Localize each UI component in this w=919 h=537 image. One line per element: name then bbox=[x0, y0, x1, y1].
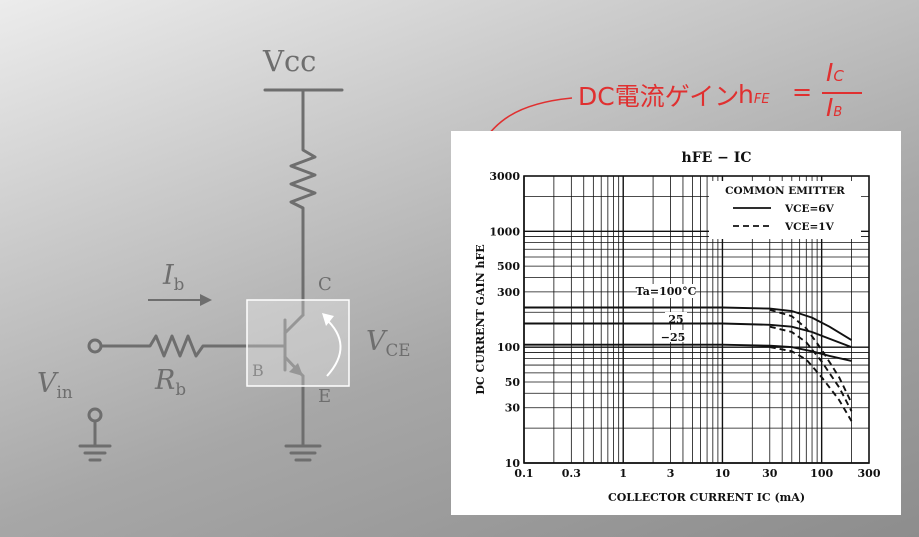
annotation-denominator: IB bbox=[826, 93, 842, 122]
collector-lead bbox=[283, 313, 305, 335]
x-axis-label: COLLECTOR CURRENT IC (mA) bbox=[608, 491, 805, 504]
legend-title: COMMON EMITTER bbox=[725, 185, 845, 197]
y-tick-label: 1000 bbox=[489, 225, 520, 238]
series-line bbox=[769, 325, 853, 412]
y-tick-label: 3000 bbox=[489, 170, 520, 183]
y-tick-label: 100 bbox=[497, 341, 520, 354]
rb-main: R bbox=[155, 365, 176, 396]
vin-main: V bbox=[37, 368, 57, 399]
base-resistor bbox=[138, 334, 212, 358]
hfe-ic-chart: 0.1 0.3 1 3 10 30 100 300 10 30 50 100 300 500 1000 300… bbox=[474, 150, 881, 504]
chart-title: hFE − IC bbox=[682, 150, 752, 166]
emitter-arrow-icon bbox=[289, 363, 303, 376]
ib-label: Ib bbox=[163, 260, 184, 294]
annotation-bg bbox=[659, 330, 687, 342]
annotation-hfe: hFE bbox=[738, 80, 770, 109]
x-tick-label: 300 bbox=[858, 467, 881, 480]
num-main: I bbox=[826, 58, 834, 87]
series-line bbox=[524, 306, 852, 341]
ib-arrow-icon bbox=[200, 294, 212, 306]
emitter-label: E bbox=[318, 386, 332, 407]
x-tick-label: 10 bbox=[715, 467, 731, 480]
vce-arrow-icon bbox=[322, 313, 334, 326]
den-sub: B bbox=[833, 105, 843, 120]
y-tick-label: 500 bbox=[497, 260, 520, 273]
series-line bbox=[769, 308, 853, 404]
rb-sub: b bbox=[175, 378, 187, 399]
vin-ground-terminal bbox=[87, 407, 103, 423]
hfe-h: h bbox=[738, 80, 754, 109]
series-line bbox=[769, 346, 853, 422]
datasheet-chart-panel: 0.1 0.3 1 3 10 30 100 300 10 30 50 100 300 500 1000 300… bbox=[451, 131, 901, 515]
y-tick-label: 300 bbox=[497, 286, 520, 299]
annotation-equals: = bbox=[792, 78, 813, 106]
y-tick-label: 10 bbox=[505, 457, 521, 470]
den-main: I bbox=[826, 93, 834, 122]
transistor-highlight-box bbox=[246, 299, 350, 387]
legend-entry: VCE=6V bbox=[784, 203, 835, 215]
ib-sub: b bbox=[173, 273, 185, 294]
vin-label: Vin bbox=[37, 368, 73, 402]
hfe-sub: FE bbox=[753, 92, 770, 107]
vin-terminal bbox=[87, 338, 103, 354]
num-sub: C bbox=[833, 67, 844, 85]
annotation-minus25: −25 bbox=[661, 331, 686, 344]
vce-arc bbox=[324, 317, 342, 377]
y-axis-label: DC CURRENT GAIN hFE bbox=[474, 244, 487, 394]
annotation-bg bbox=[665, 312, 687, 324]
legend-box bbox=[709, 181, 861, 239]
x-tick-label: 30 bbox=[762, 467, 778, 480]
x-tick-label: 1 bbox=[619, 467, 627, 480]
series-line bbox=[524, 343, 852, 362]
plot-frame bbox=[523, 175, 870, 464]
y-tick-label: 30 bbox=[505, 402, 521, 415]
base-label: B bbox=[252, 361, 264, 380]
vcc-label: Vcc bbox=[263, 44, 317, 78]
vce-sub: CE bbox=[385, 339, 411, 360]
x-tick-label: 3 bbox=[667, 467, 675, 480]
collector-resistor bbox=[289, 136, 317, 220]
collector-label: C bbox=[318, 274, 332, 295]
annotation-ta: Ta=100°C bbox=[636, 285, 697, 298]
vce-main: V bbox=[366, 326, 386, 357]
annotation-numerator: IC bbox=[826, 58, 844, 87]
series-line bbox=[524, 322, 852, 348]
rb-label: Rb bbox=[155, 365, 186, 399]
annotation-text: DC電流ゲイン bbox=[578, 82, 740, 111]
x-tick-label: 0.1 bbox=[514, 467, 533, 480]
x-tick-label: 0.3 bbox=[562, 467, 581, 480]
ib-main: I bbox=[163, 260, 174, 291]
legend-entry: VCE=1V bbox=[784, 221, 835, 233]
x-tick-label: 100 bbox=[810, 467, 833, 480]
annotation-fraction-bar bbox=[822, 92, 862, 94]
annotation-bg bbox=[637, 284, 695, 298]
y-tick-label: 50 bbox=[505, 376, 521, 389]
vce-label: VCE bbox=[366, 326, 411, 360]
vin-sub: in bbox=[56, 381, 73, 402]
